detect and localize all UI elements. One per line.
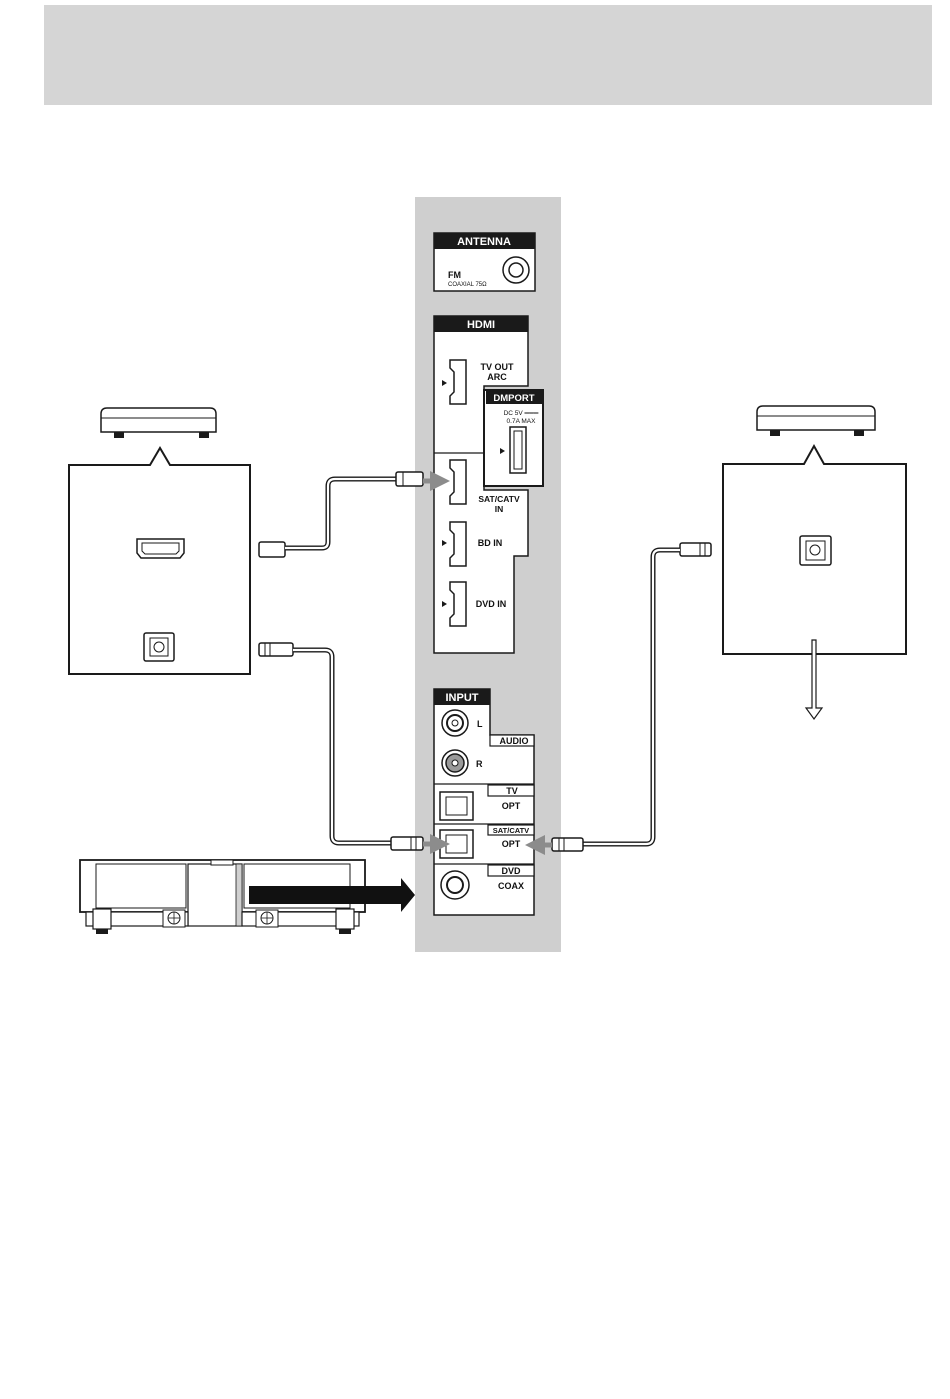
dvd-label: DVD	[501, 866, 521, 876]
left-set-top-box-icon	[101, 408, 216, 438]
sat-catv-input-label: SAT/CATV	[493, 826, 529, 835]
dmport-rating-2: 0.7A MAX	[507, 418, 537, 425]
sat-catv-in-label: SAT/CATV	[478, 494, 520, 504]
antenna-block: ANTENNA FM COAXIAL 75Ω	[434, 233, 535, 291]
dmport-title: DMPORT	[493, 393, 534, 404]
arc-label: ARC	[487, 372, 507, 382]
left-device-rear-panel	[69, 448, 250, 674]
dvd-coax-label: COAX	[498, 881, 524, 891]
hdmi-title: HDMI	[467, 319, 495, 331]
coaxial-label: COAXIAL 75Ω	[448, 282, 487, 288]
antenna-title: ANTENNA	[457, 236, 511, 248]
tv-out-label: TV OUT	[481, 362, 515, 372]
audio-label: AUDIO	[500, 736, 529, 746]
left-optical-cable	[259, 643, 440, 850]
input-title: INPUT	[446, 692, 479, 704]
sat-catv-opt-label: OPT	[502, 839, 521, 849]
bd-in-label: BD IN	[478, 538, 503, 548]
tv-label: TV	[506, 786, 518, 796]
sat-catv-in-label-2: IN	[495, 504, 504, 514]
dmport-rating-1: DC 5V ═══	[504, 410, 539, 417]
audio-l-label: L	[477, 719, 483, 729]
tv-opt-label: OPT	[502, 801, 521, 811]
dmport-block: DMPORT DC 5V ═══ 0.7A MAX	[484, 390, 543, 486]
hdmi-cable	[259, 472, 440, 557]
right-device-rear-panel	[723, 446, 906, 654]
right-set-top-box-icon	[757, 406, 875, 436]
right-optical-cable	[535, 543, 711, 851]
audio-r-label: R	[476, 759, 483, 769]
dvd-in-label: DVD IN	[476, 599, 507, 609]
fm-label: FM	[448, 270, 461, 280]
